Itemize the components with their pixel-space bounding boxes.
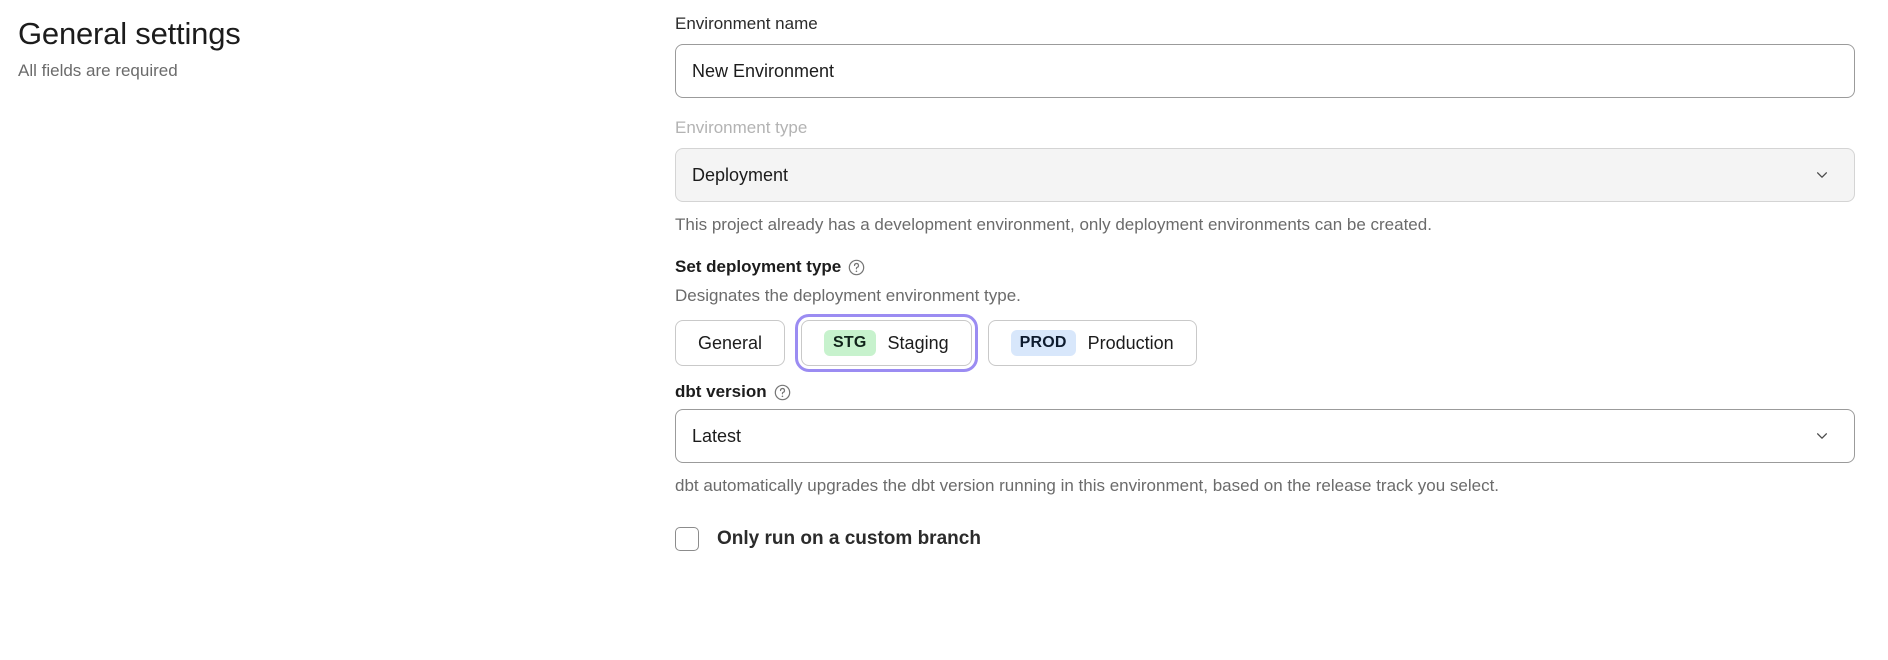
dbt-version-value: Latest: [692, 425, 742, 446]
environment-type-value: Deployment: [692, 164, 789, 185]
environment-type-select[interactable]: Deployment: [675, 148, 1855, 202]
general-settings-form: Environment name Environment type Deploy…: [675, 12, 1855, 551]
dbt-version-select-wrap: Latest: [675, 409, 1855, 463]
staging-badge: STG: [824, 330, 876, 356]
environment-name-label: Environment name: [675, 14, 818, 33]
environment-name-input[interactable]: [675, 44, 1855, 98]
deployment-type-option-staging-label: Staging: [887, 332, 949, 353]
dbt-version-label-row: dbt version: [675, 380, 1855, 404]
page-header: General settings All fields are required: [18, 14, 618, 83]
custom-branch-row: Only run on a custom branch: [675, 527, 1855, 551]
environment-name-field: Environment name: [675, 12, 1855, 98]
deployment-type-label-row: Set deployment type: [675, 255, 1855, 279]
custom-branch-checkbox[interactable]: [675, 527, 699, 551]
dbt-version-select[interactable]: Latest: [675, 409, 1855, 463]
help-circle-icon[interactable]: [774, 384, 791, 401]
deployment-type-description: Designates the deployment environment ty…: [675, 286, 1021, 305]
environment-type-field: Environment type Deployment This project…: [675, 116, 1855, 237]
page-subtitle: All fields are required: [18, 61, 178, 80]
deployment-type-option-production[interactable]: PROD Production: [987, 320, 1197, 366]
deployment-type-option-general-label: General: [698, 332, 763, 353]
deployment-type-option-staging[interactable]: STG Staging: [795, 314, 978, 372]
deployment-type-option-general[interactable]: General: [675, 320, 786, 366]
dbt-version-field: dbt version Latest dbt automatically upg…: [675, 380, 1855, 498]
environment-type-select-wrap: Deployment: [675, 148, 1855, 202]
custom-branch-label[interactable]: Only run on a custom branch: [717, 528, 981, 549]
help-circle-icon[interactable]: [848, 259, 865, 276]
environment-type-label: Environment type: [675, 118, 808, 137]
page-title: General settings: [18, 16, 241, 51]
deployment-type-field: Set deployment type Designates the deplo…: [675, 255, 1855, 372]
dbt-version-helper: dbt automatically upgrades the dbt versi…: [675, 476, 1500, 495]
deployment-type-button-group: General STG Staging PROD Production: [675, 314, 1855, 372]
deployment-type-option-production-label: Production: [1087, 332, 1174, 353]
deployment-type-label: Set deployment type: [675, 257, 842, 276]
dbt-version-label: dbt version: [675, 382, 767, 401]
environment-type-helper: This project already has a development e…: [675, 215, 1432, 234]
production-badge: PROD: [1010, 330, 1076, 356]
